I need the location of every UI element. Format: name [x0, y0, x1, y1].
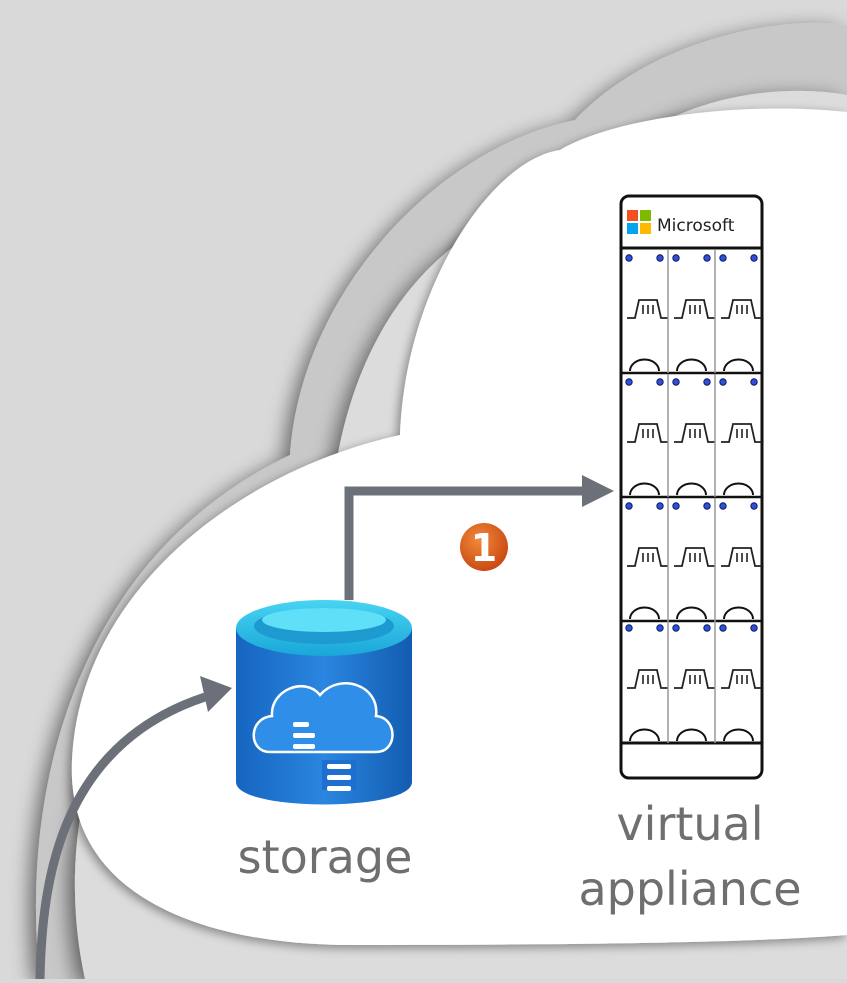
port-led	[750, 624, 758, 632]
port-led	[656, 254, 664, 262]
rack-unit	[621, 250, 762, 375]
flow-arrow-storage-to-appliance	[344, 475, 614, 600]
rack-unit	[621, 620, 762, 745]
storage-label: storage	[238, 830, 413, 884]
virtual-appliance-rack[interactable]: Microsoft	[619, 194, 764, 780]
port-led	[656, 624, 664, 632]
port-led	[703, 378, 711, 386]
port-led	[625, 378, 633, 386]
microsoft-logo-icon	[627, 210, 651, 234]
port-led	[625, 624, 633, 632]
rack-unit	[621, 498, 762, 623]
incoming-arrow	[35, 676, 232, 980]
port-led	[656, 378, 664, 386]
port-led	[672, 254, 680, 262]
port-led	[625, 502, 633, 510]
appliance-label-line2: appliance	[578, 862, 801, 916]
port-led	[719, 254, 727, 262]
port-led	[656, 502, 664, 510]
step-number: 1	[471, 526, 497, 570]
port-led	[672, 502, 680, 510]
port-led	[719, 502, 727, 510]
step-badge: 1	[460, 523, 508, 571]
port-led	[703, 254, 711, 262]
appliance-label-line1: virtual	[616, 797, 763, 851]
port-led	[750, 502, 758, 510]
azure-blob-storage-icon[interactable]	[236, 600, 412, 805]
port-led	[625, 254, 633, 262]
rack-unit	[621, 374, 762, 499]
port-led	[703, 624, 711, 632]
brand-label: Microsoft	[657, 216, 735, 236]
port-led	[672, 378, 680, 386]
port-led	[719, 378, 727, 386]
port-led	[719, 624, 727, 632]
port-led	[672, 624, 680, 632]
port-led	[703, 502, 711, 510]
port-led	[750, 378, 758, 386]
port-led	[750, 254, 758, 262]
